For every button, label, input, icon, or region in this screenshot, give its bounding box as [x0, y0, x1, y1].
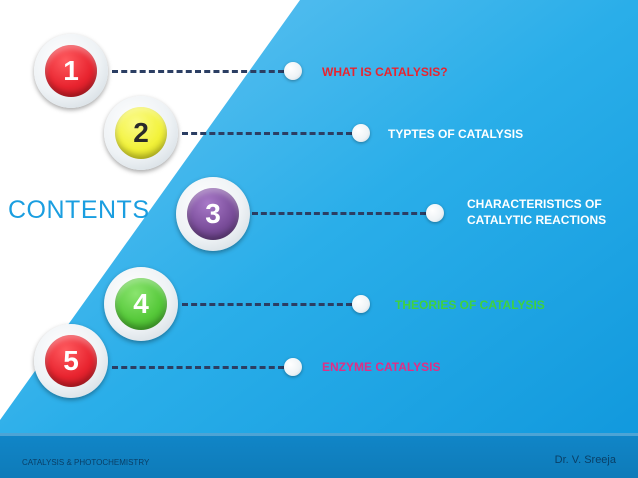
connector-dot-3: [426, 204, 444, 222]
number-badge-1: 1: [34, 34, 108, 108]
contents-heading: CONTENTS: [8, 196, 150, 224]
badge-number-1: 1: [45, 45, 97, 97]
connector-line-2: [182, 132, 352, 135]
number-badge-4: 4: [104, 267, 178, 341]
badge-number-4: 4: [115, 278, 167, 330]
connector-line-3: [252, 212, 426, 215]
connector-dot-2: [352, 124, 370, 142]
connector-line-1: [112, 70, 284, 73]
connector-dot-4: [352, 295, 370, 313]
connector-line-5: [112, 366, 284, 369]
footer-bar: [0, 433, 638, 478]
connector-line-4: [182, 303, 352, 306]
number-badge-3: 3: [176, 177, 250, 251]
footer-author: Dr. V. Sreeja: [554, 454, 616, 466]
badge-number-2: 2: [115, 107, 167, 159]
item-label-2: TYPTES OF CATALYSIS: [388, 127, 524, 141]
badge-number-5: 5: [45, 335, 97, 387]
connector-dot-1: [284, 62, 302, 80]
item-label-1: WHAT IS CATALYSIS?: [322, 65, 448, 79]
item-label-5: ENZYME CATALYSIS: [322, 360, 441, 374]
item-label-4: THEORIES OF CATALYSIS: [395, 298, 545, 312]
connector-dot-5: [284, 358, 302, 376]
number-badge-2: 2: [104, 96, 178, 170]
footer-course-title: CATALYSIS & PHOTOCHEMISTRY: [22, 458, 150, 467]
badge-number-3: 3: [187, 188, 239, 240]
item-label-3-line1: CHARACTERISTICS OF: [467, 197, 602, 211]
item-label-3-line2: CATALYTIC REACTIONS: [467, 213, 607, 227]
number-badge-5: 5: [34, 324, 108, 398]
